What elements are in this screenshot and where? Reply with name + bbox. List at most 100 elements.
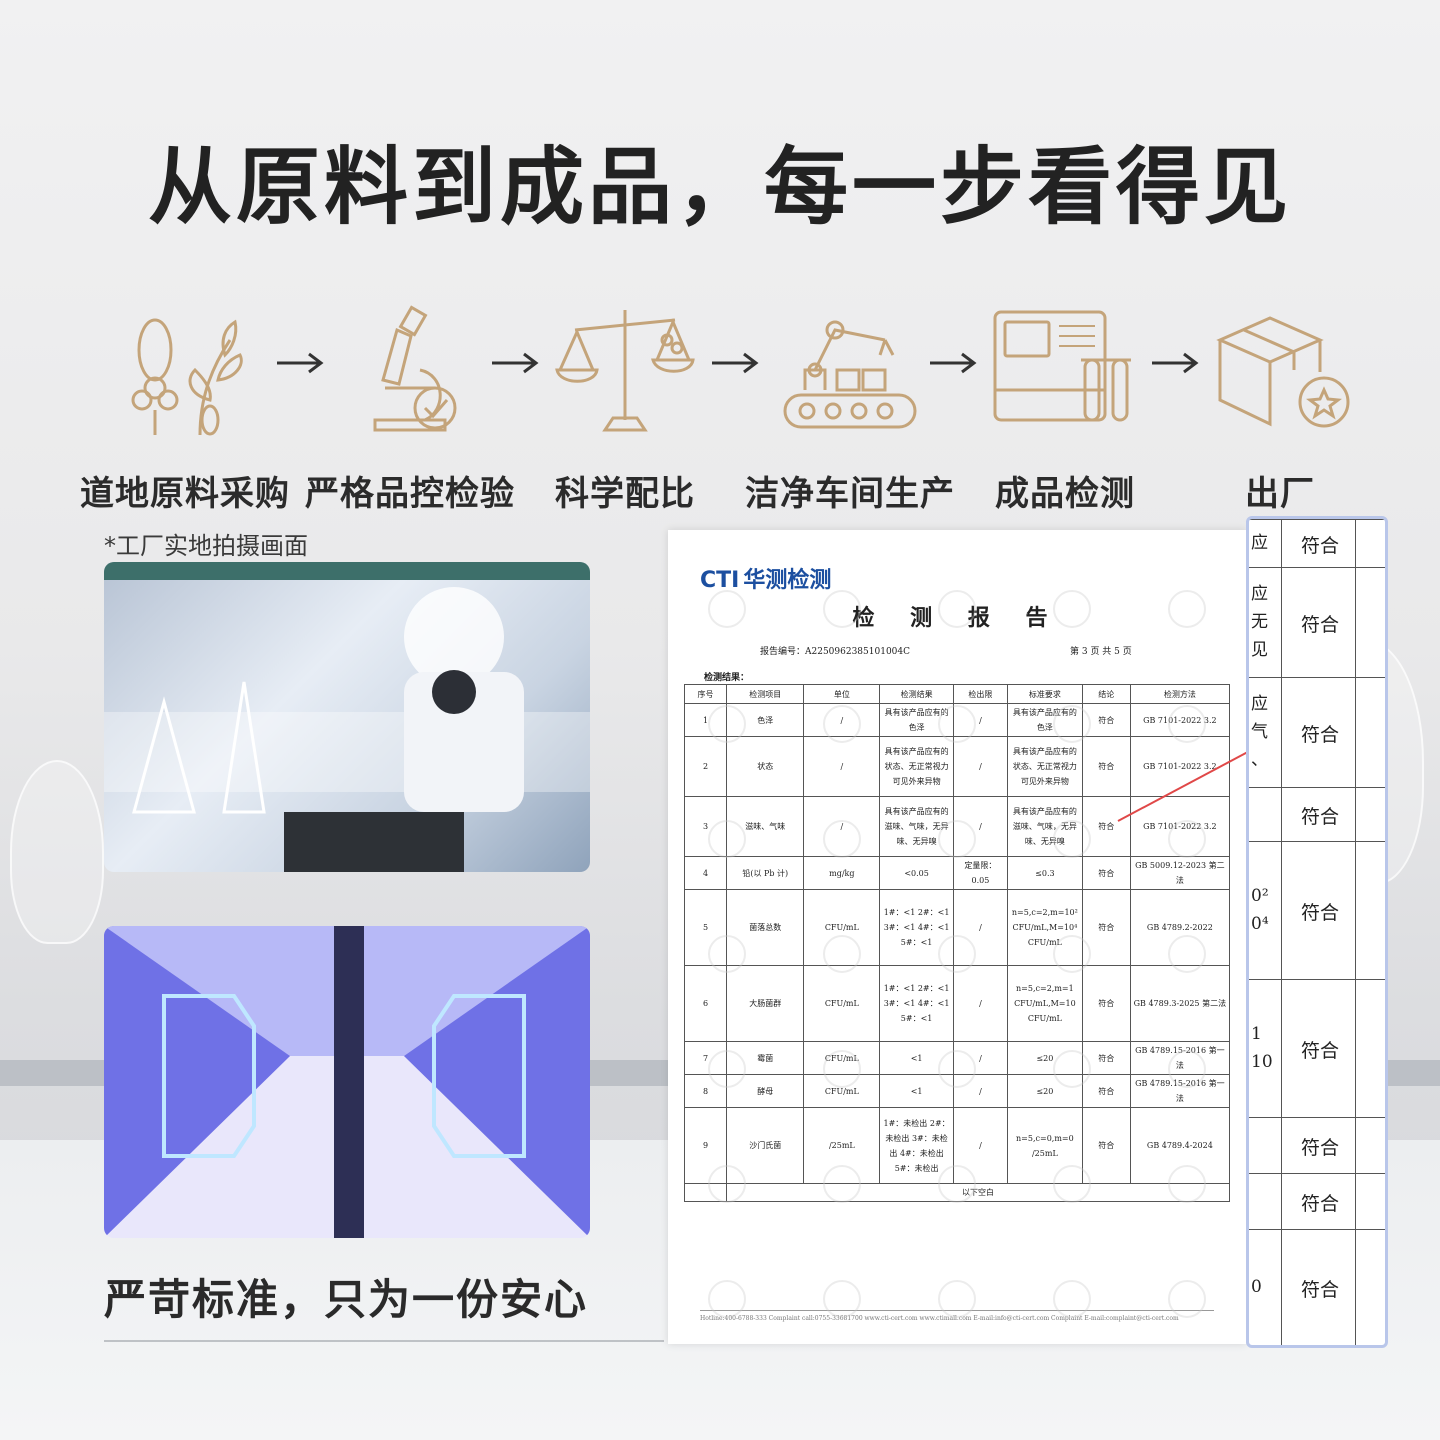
zoom-row-line [1249, 787, 1385, 788]
zoom-fragment: 1 10 [1251, 1024, 1273, 1072]
watermark-icon [1053, 705, 1091, 743]
zoom-row-line [1249, 841, 1385, 842]
report-table-cell: 9 [683, 1107, 728, 1184]
report-table-cell: 状态 [726, 736, 805, 797]
process-step: 严格品控检验 [305, 300, 515, 515]
report-table-cell: 定量限：0.05 [952, 856, 1008, 890]
watermark-icon [708, 1050, 746, 1088]
process-step: 道地原料采购 [80, 300, 290, 515]
watermark-icon [708, 1165, 746, 1203]
watermark-icon [823, 705, 861, 743]
report-table-cell: ≤0.3 [1006, 856, 1083, 890]
report-table-cell: 具有该产品应有的状态、无正常视力可见外来异物 [879, 736, 954, 797]
zoom-row-line [1249, 1117, 1385, 1118]
report-table-cell: 6 [683, 965, 728, 1042]
watermark-icon [1053, 820, 1091, 858]
report-table-cell: CFU/mL [803, 965, 881, 1042]
lab-instrument-icon [993, 310, 1131, 422]
report-table-cell: / [952, 736, 1008, 797]
watermark-icon [1168, 1050, 1206, 1088]
robot-arm-icon [783, 320, 917, 429]
report-table-cell: 1#：<1 2#：<1 3#：<1 4#：<1 5#：<1 [879, 965, 954, 1042]
photo-note: *工厂实地拍摄画面 [104, 532, 308, 560]
report-table-cell: 4 [683, 856, 728, 890]
process-step-label: 严格品控检验 [305, 474, 515, 514]
process-step: 成品检测 [965, 300, 1165, 515]
clean-room-photo [104, 926, 590, 1238]
watermark-icon [1053, 590, 1091, 628]
process-flow: 道地原料采购 严格品控检验 [80, 300, 1380, 520]
report-table-cell: GB 4789.3-2025 第二法 [1129, 965, 1231, 1042]
watermark-icon [938, 1050, 976, 1088]
report-table-cell: mg/kg [803, 856, 881, 890]
watermark-icon [938, 590, 976, 628]
report-header-cell: 序号 [683, 684, 728, 704]
zoom-row-line [1249, 567, 1385, 568]
watermark-icon [1168, 590, 1206, 628]
arrow-right-icon [1152, 352, 1199, 374]
report-page: 第 3 页 共 5 页 [1070, 647, 1132, 657]
watermark-icon [823, 1050, 861, 1088]
report-header-cell: 检出限 [952, 684, 1008, 704]
process-step-label: 道地原料采购 [80, 474, 290, 514]
zoom-result: 符合 [1300, 535, 1339, 557]
report-table-cell: 8 [683, 1074, 728, 1108]
zoom-column-line [1281, 519, 1282, 1345]
report-logo-text: 华测检测 [743, 568, 832, 593]
watermark-icon [1168, 820, 1206, 858]
process-step-label: 出厂 [1245, 474, 1315, 514]
zoom-row-line [1249, 1345, 1385, 1346]
zoom-result: 符合 [1300, 1040, 1339, 1062]
report-table-cell: 2 [683, 736, 728, 797]
report-table-cell: n=5,c=2,m=1 CFU/mL,M=10 CFU/mL [1006, 965, 1083, 1042]
watermark-icon [708, 820, 746, 858]
watermark-icon [1053, 1280, 1091, 1318]
watermark-icon [823, 820, 861, 858]
process-step-label: 洁净车间生产 [745, 474, 955, 514]
zoom-result: 符合 [1300, 1137, 1339, 1159]
clean-room-illustration [104, 926, 590, 1238]
watermark-icon [1168, 1280, 1206, 1318]
report-table-cell: GB 5009.12-2023 第二法 [1129, 856, 1231, 890]
background-flask [10, 760, 104, 944]
report-header-cell: 结论 [1081, 684, 1131, 704]
slogan-divider [104, 1340, 664, 1342]
report-table-header: 序号检测项目单位检测结果检出限标准要求结论检测方法 [683, 684, 1231, 704]
report-table-cell: 符合 [1081, 736, 1131, 797]
watermark-icon [823, 1280, 861, 1318]
zoom-row-line [1249, 677, 1385, 678]
headline: 从原料到成品，每一步看得见 [147, 138, 1292, 236]
zoom-fragment: 0² 0⁴ [1251, 886, 1269, 934]
report-header-cell: 标准要求 [1006, 684, 1083, 704]
watermark-icon [708, 590, 746, 628]
scale-icon [555, 310, 695, 432]
watermark-icon [708, 935, 746, 973]
zoom-result: 符合 [1300, 1279, 1339, 1301]
arrow-right-icon [492, 352, 539, 374]
lab-photo [104, 562, 590, 872]
report-table-cell: / [952, 965, 1008, 1042]
watermark-icon [938, 1165, 976, 1203]
zoom-fragment: 0 [1251, 1277, 1262, 1297]
lab-photo-illustration [104, 562, 590, 872]
watermark-icon [823, 935, 861, 973]
process-step-label: 科学配比 [555, 474, 695, 514]
watermark-icon [823, 590, 861, 628]
arrow-right-icon [277, 352, 324, 374]
report-table-cell: 符合 [1081, 796, 1131, 857]
zoom-column-line [1355, 519, 1356, 1345]
watermark-icon [1168, 935, 1206, 973]
zoom-row-line [1249, 1173, 1385, 1174]
process-step: 出厂 [1180, 300, 1380, 515]
watermark-icon [938, 935, 976, 973]
report-table-cell: 符合 [1081, 1107, 1131, 1184]
watermark-icon [823, 1165, 861, 1203]
watermark-icon [708, 1280, 746, 1318]
